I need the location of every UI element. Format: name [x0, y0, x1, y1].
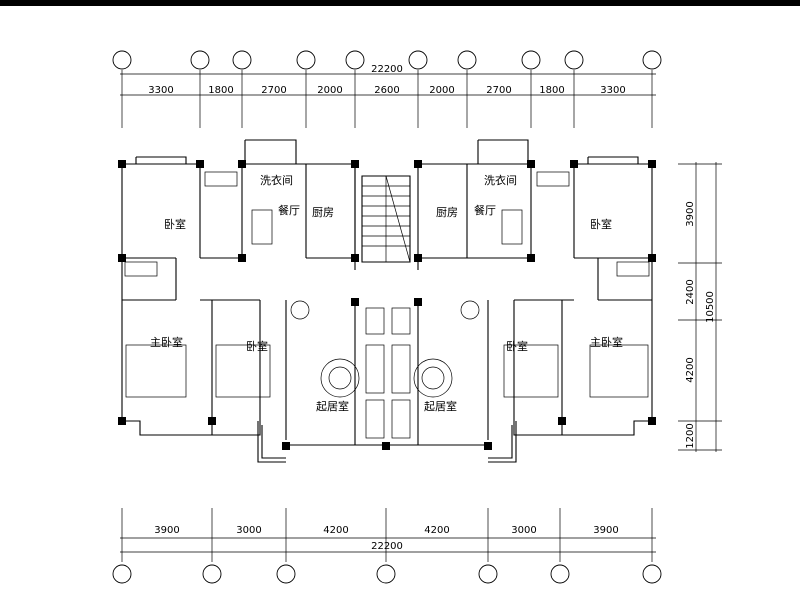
furniture	[124, 171, 650, 439]
room-dining-left: 餐厅	[278, 203, 300, 217]
top-dim-segment: 1800	[539, 85, 564, 96]
bottom-dim-segment: 3000	[236, 525, 261, 536]
bottom-dim-segment: 3000	[511, 525, 536, 536]
bottom-total-dimension: 22200	[371, 541, 403, 552]
room-laundry-left: 洗衣间	[260, 173, 293, 187]
room-bedroom-small-left: 卧室	[164, 217, 186, 231]
right-dim-segment: 1200	[685, 423, 696, 448]
room-bedroom-small-right: 卧室	[590, 217, 612, 231]
room-living-left: 起居室	[316, 399, 349, 413]
right-dimension-chain: 3900 2400 4200 1200 10500	[678, 162, 722, 452]
top-dim-segment: 3300	[148, 85, 173, 96]
room-dining-right: 餐厅	[474, 203, 496, 217]
building-walls	[121, 139, 653, 463]
bottom-axis-bubbles	[112, 564, 662, 584]
top-dim-segment: 2000	[317, 85, 342, 96]
bottom-dim-segment: 3900	[593, 525, 618, 536]
top-dim-segment: 2700	[486, 85, 511, 96]
top-dim-segment: 1800	[208, 85, 233, 96]
right-total-dimension: 10500	[705, 291, 716, 323]
top-frame-bar	[0, 0, 800, 6]
right-dim-segment: 3900	[685, 201, 696, 226]
right-dim-segment: 2400	[685, 279, 696, 304]
bottom-dimension-chain: 3900 3000 4200 4200 3000 3900 22200	[112, 508, 662, 584]
top-axis-bubbles	[112, 50, 662, 70]
room-bedroom-mid-right: 卧室	[506, 339, 528, 353]
bottom-dim-segment: 4200	[424, 525, 449, 536]
bottom-dim-segment: 3900	[154, 525, 179, 536]
top-total-dimension: 22200	[371, 64, 403, 75]
room-kitchen-left: 厨房	[312, 206, 334, 219]
room-kitchen-right: 厨房	[436, 206, 458, 219]
top-dim-segment: 3300	[600, 85, 625, 96]
top-dim-segment: 2700	[261, 85, 286, 96]
room-living-right: 起居室	[424, 399, 457, 413]
room-laundry-right: 洗衣间	[484, 173, 517, 187]
structural-columns	[118, 160, 656, 450]
bottom-dim-segment: 4200	[323, 525, 348, 536]
top-dimension-chain: 22200 3300 1800 2700 2000 2600 2000 2700…	[112, 50, 662, 128]
right-dim-segment: 4200	[685, 357, 696, 382]
room-bedroom-mid-left: 卧室	[246, 339, 268, 353]
room-labels: 洗衣间 洗衣间 餐厅 餐厅 厨房 厨房 卧室 卧室 主卧室 主卧室 卧室 卧室 …	[150, 173, 623, 413]
top-dim-segment: 2600	[374, 85, 399, 96]
room-master-right: 主卧室	[590, 335, 623, 349]
top-dim-segment: 2000	[429, 85, 454, 96]
room-master-left: 主卧室	[150, 335, 183, 349]
